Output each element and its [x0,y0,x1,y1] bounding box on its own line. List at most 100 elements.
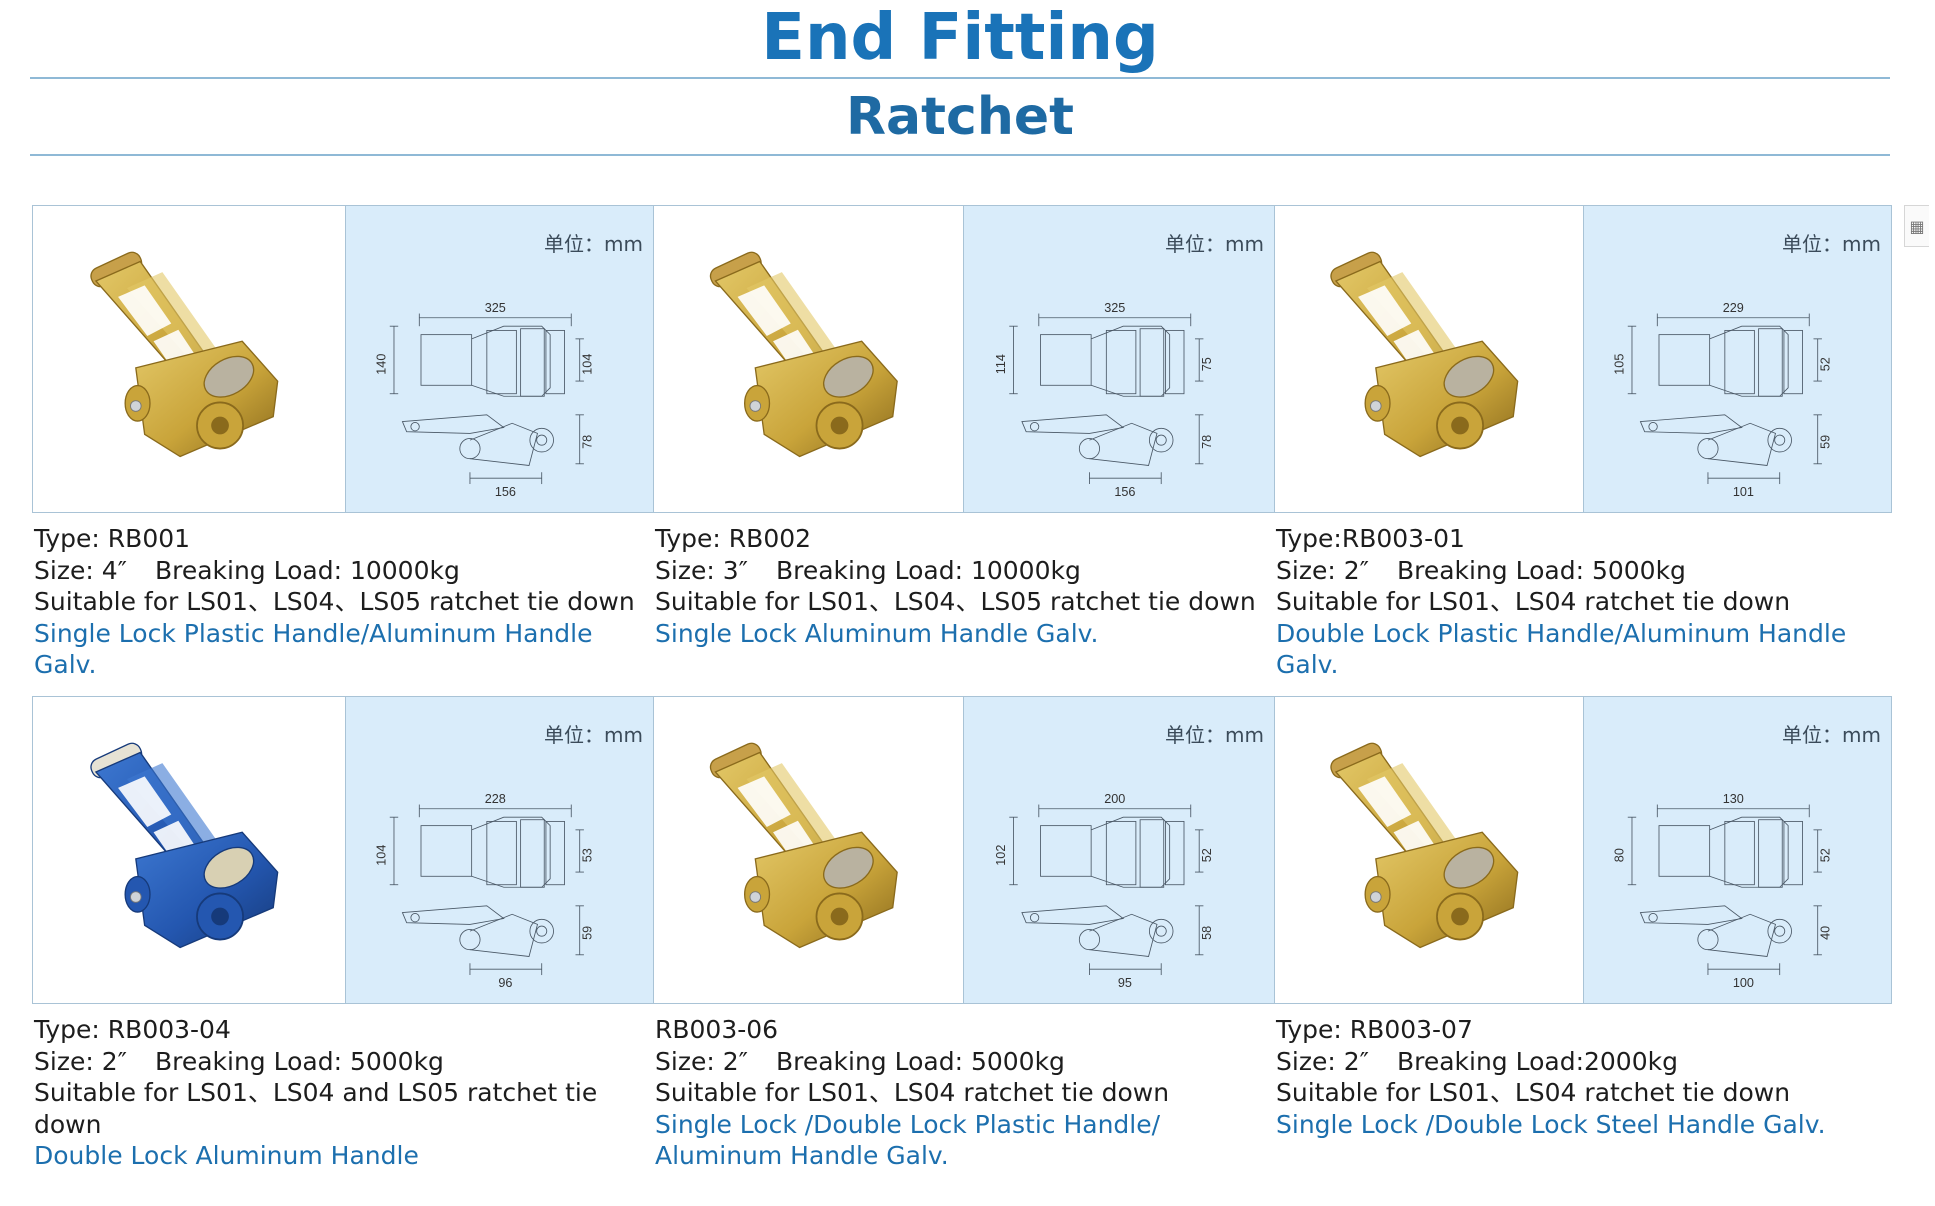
dim-width: 200 [1104,792,1125,806]
technical-drawing: 单位：mm 325 [963,206,1274,512]
product-info: Type: RB003-07 Size: 2″Breaking Load:200… [1276,1014,1890,1140]
product-type: Type: RB001 [34,524,191,553]
ratchet-image [674,226,943,492]
product-size: Size: 2″ [34,1046,127,1076]
product-panel: 单位：mm 200 [653,696,1275,1004]
product-size-row: Size: 2″Breaking Load: 5000kg [1276,555,1890,587]
product-suitable: Suitable for LS01、LS04、LS05 ratchet tie … [655,587,1256,616]
technical-drawing: 单位：mm 200 [963,697,1274,1003]
product-photo [33,697,345,1003]
product-features: Single Lock /Double Lock Steel Handle Ga… [1276,1109,1826,1139]
subtitle-divider [30,154,1890,156]
product-card: 单位：mm 130 [1274,696,1892,1186]
dim-inner-height: 75 [1200,357,1214,371]
dim-inner-height: 53 [581,848,595,862]
technical-drawing: 单位：mm 325 [345,206,653,512]
unit-label: 单位：mm [1165,723,1264,747]
dim-side-height: 78 [1200,435,1214,449]
product-type: RB003-06 [655,1015,779,1044]
product-type: Type: RB003-04 [34,1015,231,1044]
dim-side-length: 100 [1733,976,1754,990]
product-photo [654,697,963,1003]
dim-side-length: 156 [1114,485,1135,499]
dimension-diagram: 200 102 52 58 95 [970,737,1268,997]
product-photo [654,206,963,512]
product-card: 单位：mm 325 [653,205,1275,695]
product-photo [1275,697,1583,1003]
product-panel: 单位：mm 130 [1274,696,1892,1004]
dim-inner-height: 104 [581,354,595,375]
dim-height: 114 [994,354,1008,374]
dim-inner-height: 52 [1819,357,1833,371]
product-size-row: Size: 4″ Breaking Load: 10000kg [34,555,652,587]
unit-label: 单位：mm [1782,232,1881,256]
product-type: Type: RB003-07 [1276,1015,1473,1044]
product-panel: 单位：mm 228 [32,696,654,1004]
product-features: Single Lock Aluminum Handle Galv. [655,618,1099,648]
dim-side-height: 59 [581,926,595,940]
dim-side-length: 95 [1118,976,1132,990]
product-suitable: Suitable for LS01、LS04 ratchet tie down [1276,1078,1791,1107]
technical-drawing: 单位：mm 228 [345,697,653,1003]
product-card: 单位：mm 229 [1274,205,1892,695]
ratchet-image [53,717,325,983]
dim-side-height: 40 [1819,926,1833,940]
technical-drawing: 单位：mm 229 [1583,206,1891,512]
product-load: Breaking Load: 10000kg [154,555,460,585]
product-features: Single Lock Plastic Handle/Aluminum Hand… [34,618,593,680]
page-title: End Fitting [761,1,1159,75]
dim-height: 102 [994,845,1008,866]
unit-label: 单位：mm [1782,723,1881,747]
dim-side-length: 96 [498,976,512,990]
product-card: 单位：mm 228 [32,696,654,1186]
dimension-diagram: 228 104 53 59 96 [352,737,647,997]
product-size: Size: 2″ [1276,555,1369,585]
product-size: Size: 2″ [1276,1046,1369,1076]
title-divider [30,77,1890,79]
product-suitable: Suitable for LS01、LS04、LS05 ratchet tie … [34,587,635,616]
unit-label: 单位：mm [1165,232,1264,256]
product-load: Breaking Load: 5000kg [154,1046,444,1076]
product-panel: 单位：mm 325 [32,205,654,513]
side-tool-icon[interactable]: ▦ [1904,205,1929,247]
dim-height: 105 [1613,354,1627,375]
product-size: Size: 4″ [34,555,127,585]
product-size-row: Size: 2″ Breaking Load: 5000kg [655,1046,1273,1078]
product-photo [33,206,345,512]
product-size: Size: 2″ [655,1046,748,1076]
dim-side-height: 59 [1819,435,1833,449]
product-card: 单位：mm 325 [32,205,654,695]
product-suitable: Suitable for LS01、LS04 ratchet tie down [1276,587,1791,616]
dim-side-height: 58 [1200,926,1214,940]
dim-width: 325 [485,301,506,315]
product-info: RB003-06 Size: 2″ Breaking Load: 5000kg S… [655,1014,1273,1172]
dim-inner-height: 52 [1200,848,1214,862]
product-size-row: Size: 2″Breaking Load:2000kg [1276,1046,1890,1078]
dim-height: 80 [1613,848,1627,862]
dim-side-height: 78 [581,435,595,449]
dim-width: 228 [485,792,506,806]
unit-label: 单位：mm [544,723,643,747]
dimension-diagram: 325 140 104 78 156 [352,246,647,506]
product-load: Breaking Load: 5000kg [775,1046,1065,1076]
product-panel: 单位：mm 325 [653,205,1275,513]
product-type: Type: RB002 [655,524,812,553]
dim-height: 140 [375,354,389,375]
technical-drawing: 单位：mm 130 [1583,697,1891,1003]
product-photo [1275,206,1583,512]
dim-side-length: 156 [495,485,516,499]
product-features: Double Lock Aluminum Handle [34,1141,419,1170]
ratchet-image [1295,717,1563,983]
dim-inner-height: 52 [1819,848,1833,862]
dim-side-length: 101 [1733,485,1754,499]
dimension-diagram: 325 114 75 78 156 [970,246,1268,506]
dim-height: 104 [375,845,389,866]
product-suitable: Suitable for LS01、LS04 ratchet tie down [655,1078,1170,1107]
product-info: Type: RB003-04 Size: 2″ Breaking Load: 50… [34,1014,652,1172]
ratchet-image [1295,226,1563,492]
unit-label: 单位：mm [544,232,643,256]
dim-width: 130 [1723,792,1744,806]
product-type: Type:RB003-01 [1276,524,1465,553]
dim-width: 325 [1104,301,1125,315]
product-features: Single Lock /Double Lock Plastic Handle/… [655,1109,1161,1171]
